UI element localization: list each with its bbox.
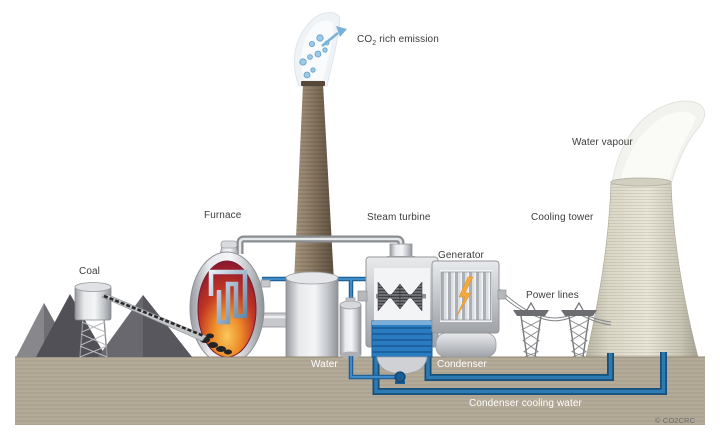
co2-prefix: CO [357,34,373,45]
coal-label: Coal [79,266,100,277]
co2-emission-plume [293,12,347,87]
electricity-bolt-icon [456,276,474,317]
coal-feed [200,333,232,355]
boiler-coil-icon [208,269,248,325]
steam-turbine-label: Steam turbine [367,212,431,223]
power-lines-label: Power lines [526,290,579,301]
co2-suffix: rich emission [379,34,439,45]
emission-arrow-icon [321,26,347,47]
turbine-blades-icon [377,281,423,312]
coal-silo [74,282,112,358]
generator [431,260,507,358]
water-vapour-plume [611,100,706,185]
chimney-stack [294,81,334,282]
copyright-label: © CO2CRC [655,416,696,425]
transmission-pylon [513,301,549,358]
coal-piles [16,294,192,357]
generator-label: Generator [438,250,484,261]
cooling-tower-label: Cooling tower [531,212,594,223]
cooling-tower [585,177,699,358]
furnace [189,240,271,365]
furnace-label: Furnace [204,210,242,221]
condenser [371,320,433,375]
condenser-label: Condenser [437,359,487,370]
water-tank [339,297,362,359]
steam-pipe [236,235,405,254]
water-label: Water [311,359,338,370]
chimney-base [285,271,339,360]
condenser-cooling-water-label: Condenser cooling water [469,398,582,409]
cooling-water-pipes [372,344,667,395]
water-vapour-label: Water vapour [572,137,633,148]
pump-icon [394,371,406,384]
coal-conveyor [101,293,207,342]
condensate-pipe [348,356,395,380]
co2-subscript: 2 [372,40,377,47]
